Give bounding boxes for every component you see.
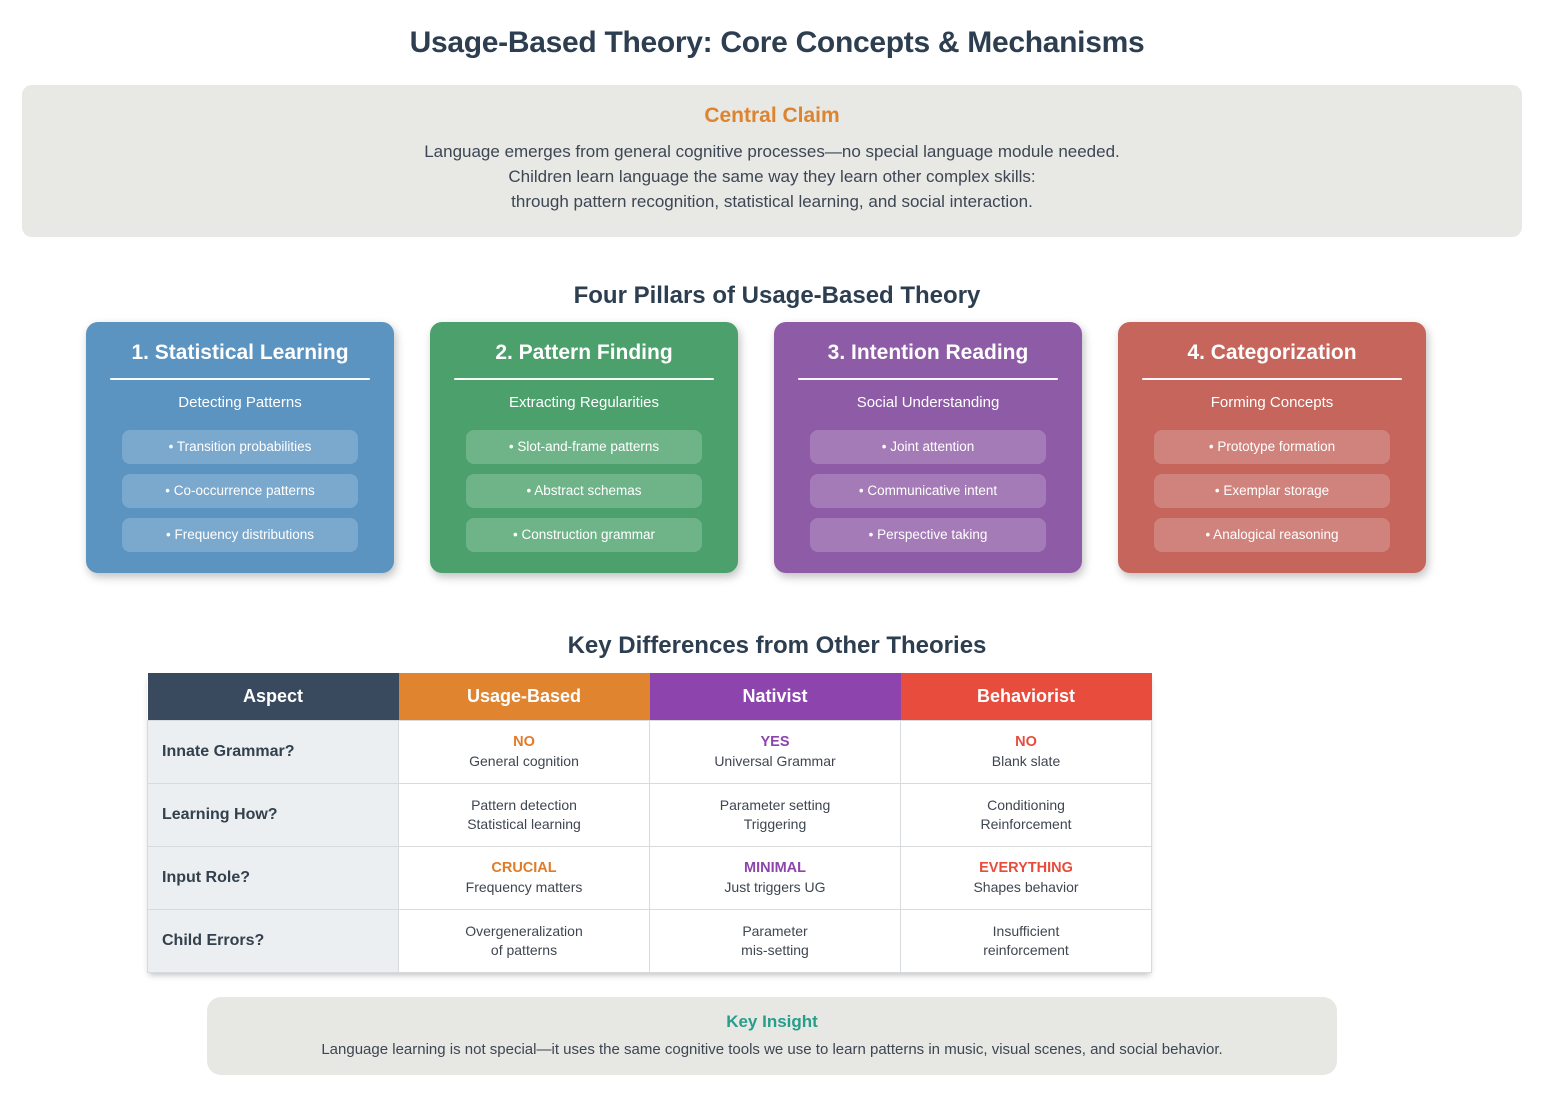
value-primary: Parameter: [742, 922, 808, 939]
table-cell: CRUCIAL Frequency matters: [398, 845, 650, 910]
table-row: Child Errors? Overgeneralization of patt…: [147, 908, 1152, 973]
value-primary: YES: [760, 734, 790, 750]
card-divider: [110, 378, 370, 380]
value-primary: Pattern detection: [471, 796, 577, 813]
card-divider: [454, 378, 714, 380]
central-claim-panel: Central Claim Language emerges from gene…: [22, 85, 1522, 237]
value-secondary: Triggering: [743, 815, 807, 832]
pillar-card-pattern-finding: 2. Pattern Finding Extracting Regulariti…: [430, 322, 738, 573]
card-item: • Joint attention: [810, 430, 1046, 464]
table-cell: Pattern detection Statistical learning: [398, 782, 650, 847]
pillar-cards-row: 1. Statistical Learning Detecting Patter…: [86, 322, 1427, 573]
card-item: • Co-occurrence patterns: [122, 474, 358, 508]
card-subtitle: Extracting Regularities: [508, 394, 660, 411]
value-secondary: Statistical learning: [467, 815, 581, 832]
value-primary: Overgeneralization: [465, 922, 583, 939]
card-item: • Perspective taking: [810, 518, 1046, 552]
card-title: 4. Categorization: [1187, 341, 1357, 364]
value-secondary: Reinforcement: [980, 815, 1072, 832]
table-cell: MINIMAL Just triggers UG: [649, 845, 901, 910]
card-title: 3. Intention Reading: [827, 341, 1029, 364]
table-cell: Insufficient reinforcement: [900, 908, 1152, 973]
table-row: Input Role? CRUCIAL Frequency matters MI…: [147, 845, 1152, 910]
differences-table: Aspect Usage-Based Nativist Behaviorist …: [147, 673, 1152, 973]
key-insight-heading: Key Insight: [726, 1012, 818, 1031]
card-item: • Analogical reasoning: [1154, 518, 1390, 552]
card-item: • Communicative intent: [810, 474, 1046, 508]
card-subtitle: Detecting Patterns: [178, 394, 302, 411]
card-divider: [798, 378, 1058, 380]
central-claim-line: through pattern recognition, statistical…: [511, 192, 1033, 211]
pillar-card-intention-reading: 3. Intention Reading Social Understandin…: [774, 322, 1082, 573]
card-item: • Slot-and-frame patterns: [466, 430, 702, 464]
value-primary: Insufficient: [992, 922, 1060, 939]
table-cell: EVERYTHING Shapes behavior: [900, 845, 1152, 910]
table-row: Learning How? Pattern detection Statisti…: [147, 782, 1152, 847]
card-divider: [1142, 378, 1402, 380]
column-header-usage-based: Usage-Based: [398, 673, 650, 720]
table-cell: Parameter mis-setting: [649, 908, 901, 973]
card-item: • Exemplar storage: [1154, 474, 1390, 508]
card-item: • Construction grammar: [466, 518, 702, 552]
value-secondary: mis-setting: [741, 941, 809, 958]
pillar-card-statistical-learning: 1. Statistical Learning Detecting Patter…: [86, 322, 394, 573]
value-secondary: Shapes behavior: [973, 879, 1079, 895]
card-item: • Abstract schemas: [466, 474, 702, 508]
central-claim-body: Language emerges from general cognitive …: [22, 139, 1522, 214]
card-item: • Prototype formation: [1154, 430, 1390, 464]
card-item: • Frequency distributions: [122, 518, 358, 552]
aspect-label: Innate Grammar?: [147, 719, 399, 784]
aspect-label: Input Role?: [147, 845, 399, 910]
card-item: • Transition probabilities: [122, 430, 358, 464]
value-secondary: Frequency matters: [465, 879, 583, 895]
value-secondary: Blank slate: [991, 753, 1061, 769]
key-insight-panel: Key Insight Language learning is not spe…: [207, 997, 1337, 1075]
table-cell: NO General cognition: [398, 719, 650, 784]
pillars-section-heading: Four Pillars of Usage-Based Theory: [573, 281, 981, 309]
differences-section-heading: Key Differences from Other Theories: [567, 631, 987, 659]
column-header-nativist: Nativist: [649, 673, 901, 720]
page-title: Usage-Based Theory: Core Concepts & Mech…: [409, 26, 1145, 60]
value-secondary: Just triggers UG: [724, 879, 826, 895]
central-claim-heading: Central Claim: [704, 104, 840, 127]
card-title: 2. Pattern Finding: [495, 341, 673, 364]
column-header-aspect: Aspect: [147, 673, 399, 720]
column-header-behaviorist: Behaviorist: [900, 673, 1152, 720]
table-cell: Overgeneralization of patterns: [398, 908, 650, 973]
value-primary: CRUCIAL: [491, 860, 557, 876]
card-subtitle: Social Understanding: [856, 394, 1000, 411]
card-subtitle: Forming Concepts: [1210, 394, 1334, 411]
value-primary: Conditioning: [987, 796, 1065, 813]
value-secondary: Universal Grammar: [714, 753, 836, 769]
table-cell: Conditioning Reinforcement: [900, 782, 1152, 847]
aspect-label: Learning How?: [147, 782, 399, 847]
value-primary: NO: [1015, 734, 1037, 750]
key-insight-text: Language learning is not special—it uses…: [321, 1041, 1223, 1058]
value-secondary: reinforcement: [983, 941, 1069, 958]
table-cell: NO Blank slate: [900, 719, 1152, 784]
card-title: 1. Statistical Learning: [131, 341, 349, 364]
pillar-card-categorization: 4. Categorization Forming Concepts • Pro…: [1118, 322, 1426, 573]
aspect-label: Child Errors?: [147, 908, 399, 973]
value-primary: Parameter setting: [719, 796, 831, 813]
value-primary: NO: [513, 734, 535, 750]
value-primary: MINIMAL: [743, 860, 806, 876]
value-secondary: General cognition: [469, 753, 579, 769]
table-cell: Parameter setting Triggering: [649, 782, 901, 847]
table-cell: YES Universal Grammar: [649, 719, 901, 784]
table-header-row: Aspect Usage-Based Nativist Behaviorist: [147, 673, 1152, 720]
table-row: Innate Grammar? NO General cognition YES…: [147, 719, 1152, 784]
value-primary: EVERYTHING: [979, 860, 1073, 876]
central-claim-line: Children learn language the same way the…: [508, 167, 1036, 186]
value-secondary: of patterns: [490, 941, 558, 958]
central-claim-line: Language emerges from general cognitive …: [424, 142, 1120, 161]
